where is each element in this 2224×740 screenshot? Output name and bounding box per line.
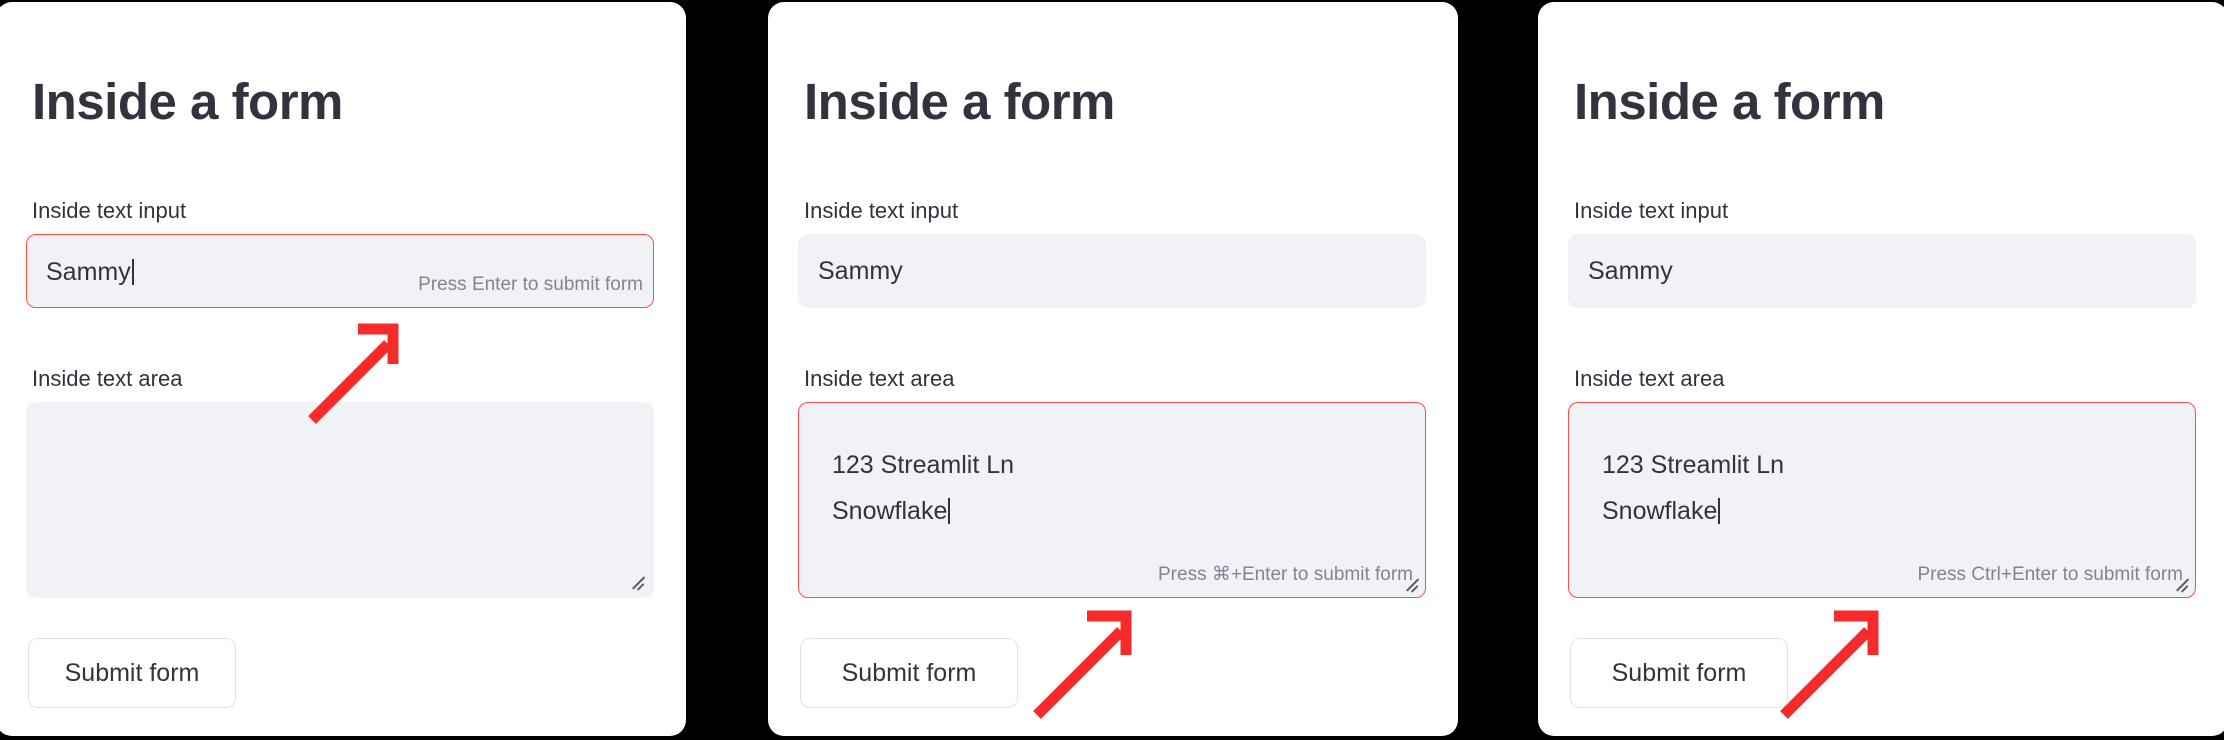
page-title: Inside a form — [32, 73, 343, 130]
text-area-field[interactable]: 123 Streamlit Ln Snowflake Press ⌘+Enter… — [798, 402, 1426, 598]
text-area-line: 123 Streamlit Ln — [832, 451, 1015, 479]
text-input-field[interactable]: Sammy — [1568, 234, 2196, 308]
text-caret — [131, 259, 134, 285]
form-card-2: Inside a form Inside text input Sammy In… — [768, 2, 1458, 736]
resize-handle-icon[interactable] — [2175, 577, 2191, 593]
text-area-label: Inside text area — [1574, 366, 1725, 391]
submit-form-button[interactable]: Submit form — [28, 638, 236, 708]
text-input-field[interactable]: Sammy — [798, 234, 1426, 308]
text-area-label: Inside text area — [804, 366, 955, 391]
submit-form-button[interactable]: Submit form — [800, 638, 1018, 708]
resize-handle-icon[interactable] — [1405, 577, 1421, 593]
resize-handle-icon[interactable] — [631, 575, 647, 591]
annotation-arrow-3 — [1780, 610, 1879, 719]
annotation-arrow-2 — [1033, 610, 1132, 719]
text-area-field[interactable] — [26, 402, 654, 598]
page-title: Inside a form — [804, 73, 1115, 130]
text-area-field[interactable]: 123 Streamlit Ln Snowflake Press Ctrl+En… — [1568, 402, 2196, 598]
text-area-submit-hint: Press Ctrl+Enter to submit form — [1917, 564, 2183, 585]
text-input-label: Inside text input — [1574, 198, 1729, 223]
text-area-line: Snowflake — [832, 498, 951, 524]
text-input-label: Inside text input — [804, 198, 959, 223]
text-input-field[interactable]: Sammy Press Enter to submit form — [26, 234, 654, 308]
submit-form-button[interactable]: Submit form — [1570, 638, 1788, 708]
annotation-arrow-1 — [308, 323, 399, 424]
text-area-label: Inside text area — [32, 366, 183, 391]
text-caret — [1718, 498, 1721, 524]
text-input-value: Sammy — [818, 257, 903, 285]
form-container-2: Inside a form Inside text input Sammy In… — [768, 2, 1458, 736]
form-container-3: Inside a form Inside text input Sammy In… — [1538, 2, 2224, 736]
text-input-submit-hint: Press Enter to submit form — [418, 274, 643, 295]
text-area-submit-hint: Press ⌘+Enter to submit form — [1158, 564, 1413, 585]
form-card-3: Inside a form Inside text input Sammy In… — [1538, 2, 2224, 736]
text-input-value: Sammy — [46, 259, 134, 285]
page-title: Inside a form — [1574, 73, 1885, 130]
text-area-line: Snowflake — [1602, 498, 1721, 524]
text-caret — [948, 498, 951, 524]
text-input-value: Sammy — [1588, 257, 1673, 285]
text-area-line: 123 Streamlit Ln — [1602, 451, 1785, 479]
text-input-label: Inside text input — [32, 198, 187, 223]
form-card-1: Inside a form Inside text input Sammy Pr… — [0, 2, 686, 736]
form-container-1: Inside a form Inside text input Sammy Pr… — [0, 2, 686, 736]
